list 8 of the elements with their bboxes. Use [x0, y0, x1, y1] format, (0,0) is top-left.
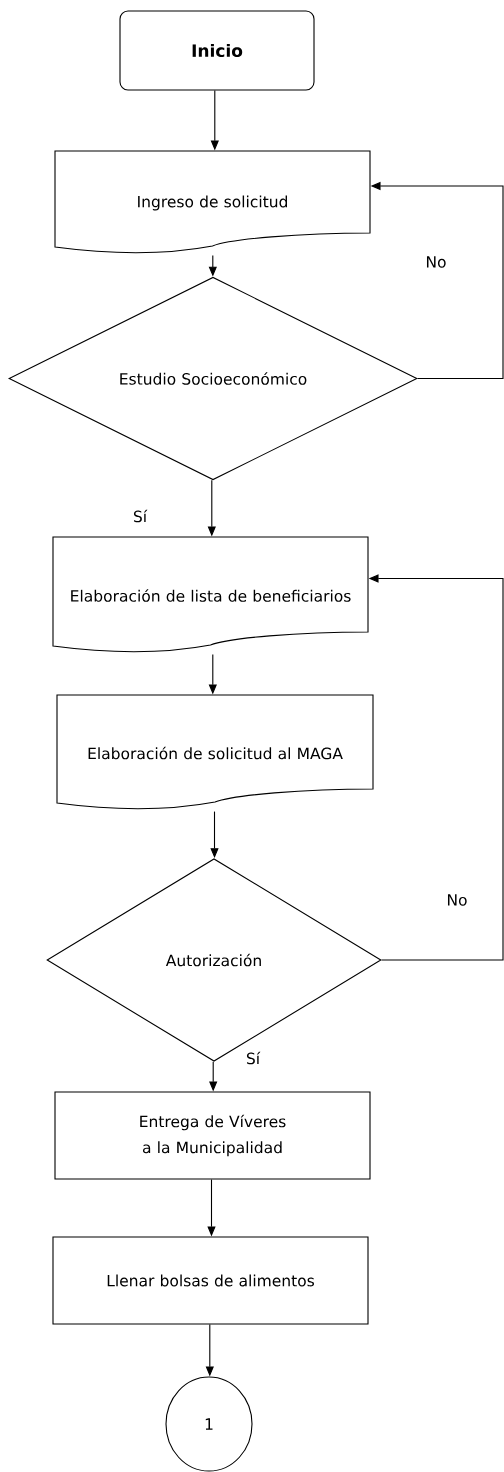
- document-box: Elaboración de lista de beneficiarios: [52, 536, 369, 653]
- process-box: Entrega de Víveres a la Municipalidad: [54, 1091, 371, 1180]
- edge-label: No: [445, 893, 469, 907]
- start-box: Inicio: [119, 10, 315, 91]
- process-box: Llenar bolsas de alimentos: [52, 1236, 369, 1325]
- edge-label: No: [424, 255, 448, 269]
- document-box: Ingreso de solicitud: [54, 150, 371, 254]
- document-box: Elaboración de solicitud al MAGA: [56, 694, 374, 810]
